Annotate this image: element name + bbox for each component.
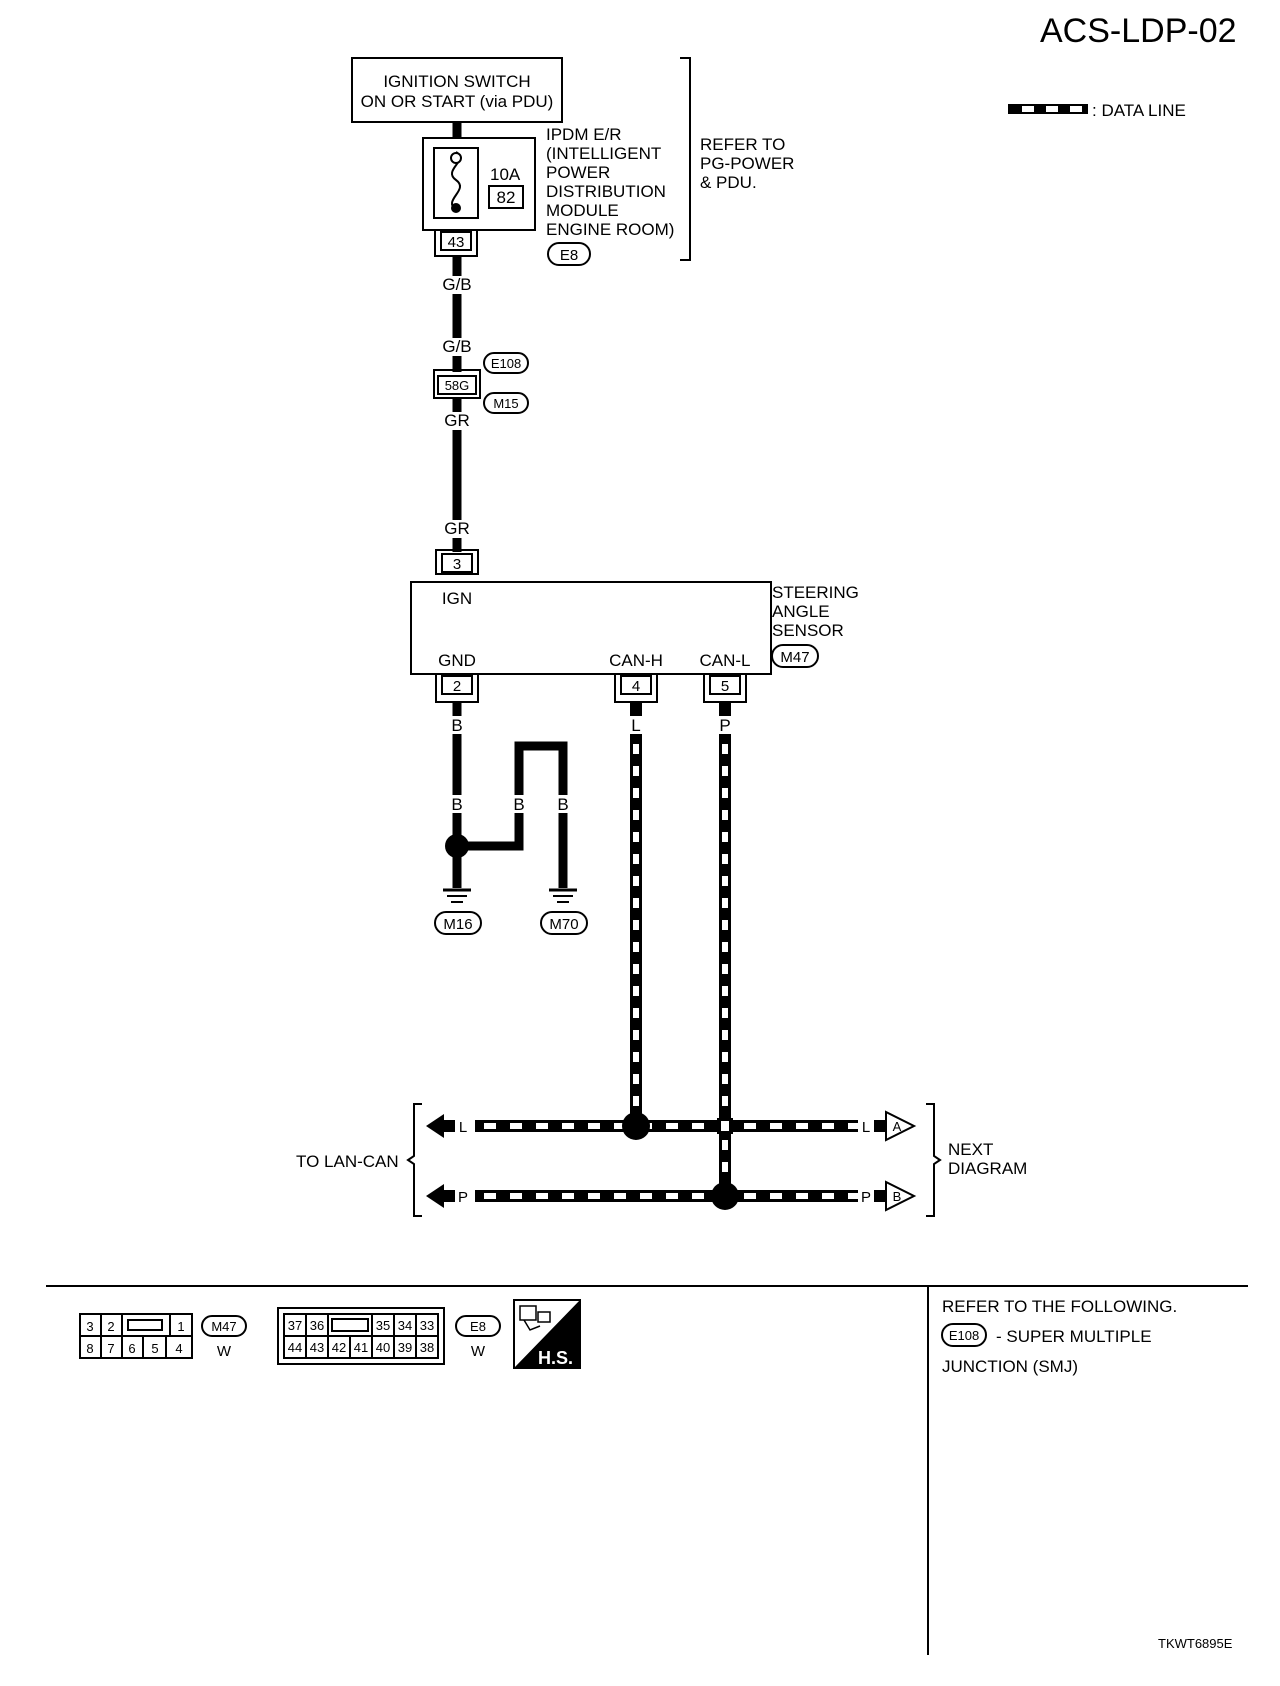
svg-text:2: 2 (107, 1319, 114, 1334)
svg-text:43: 43 (310, 1340, 324, 1355)
svg-text:58G: 58G (445, 378, 470, 393)
m47-connector-tag: M47 (780, 649, 809, 666)
svg-text:82: 82 (497, 188, 516, 207)
can-bus-lines: L P L A P B TO LAN-CAN NEXT DIAGRAM (296, 1103, 1027, 1217)
svg-text:CAN-H: CAN-H (609, 651, 663, 670)
svg-text:E108: E108 (949, 1328, 979, 1343)
pin-canh: 4 (632, 678, 640, 695)
svg-text:L: L (862, 1119, 870, 1136)
svg-text:: DATA LINE: : DATA LINE (1092, 101, 1186, 120)
svg-text:MODULE: MODULE (546, 201, 619, 220)
svg-text:IPDM E/R: IPDM E/R (546, 125, 622, 144)
svg-text:39: 39 (398, 1340, 412, 1355)
svg-text:& PDU.: & PDU. (700, 173, 757, 192)
svg-text:B: B (557, 795, 568, 814)
svg-text:33: 33 (420, 1318, 434, 1333)
svg-text:38: 38 (420, 1340, 434, 1355)
svg-text:H.S.: H.S. (538, 1348, 573, 1368)
svg-text:L: L (459, 1119, 467, 1136)
svg-text:P: P (719, 716, 730, 735)
svg-text:- SUPER MULTIPLE: - SUPER MULTIPLE (996, 1327, 1152, 1346)
svg-text:STEERING: STEERING (772, 583, 859, 602)
svg-text:IGNITION SWITCH: IGNITION SWITCH (383, 72, 530, 91)
svg-text:REFER TO: REFER TO (700, 135, 785, 154)
svg-text:W: W (471, 1343, 486, 1360)
wire-color-gr-bottom: GR (444, 519, 470, 538)
svg-text:37: 37 (288, 1318, 302, 1333)
svg-text:7: 7 (107, 1341, 114, 1356)
svg-text:CAN-L: CAN-L (699, 651, 750, 670)
wire-color-gb-bottom: G/B (442, 337, 471, 356)
svg-text:POWER: POWER (546, 163, 610, 182)
svg-text:35: 35 (376, 1318, 390, 1333)
svg-text:REFER TO THE FOLLOWING.: REFER TO THE FOLLOWING. (942, 1297, 1177, 1316)
ignition-switch-box: IGNITION SWITCH ON OR START (via PDU) (351, 57, 563, 123)
svg-text:IGN: IGN (442, 589, 472, 608)
figure-id: TKWT6895E (1158, 1636, 1233, 1651)
svg-text:1: 1 (177, 1319, 184, 1334)
svg-text:JUNCTION (SMJ): JUNCTION (SMJ) (942, 1357, 1078, 1376)
pin-canl: 5 (721, 678, 729, 695)
svg-text:4: 4 (175, 1341, 182, 1356)
svg-text:6: 6 (128, 1341, 135, 1356)
svg-text:8: 8 (86, 1341, 93, 1356)
svg-text:3: 3 (86, 1319, 93, 1334)
next-arrow-b: B (893, 1189, 902, 1204)
svg-text:E8: E8 (470, 1319, 486, 1334)
svg-text:42: 42 (332, 1340, 346, 1355)
next-arrow-a: A (893, 1119, 902, 1134)
svg-text:B: B (451, 716, 462, 735)
can-vertical-lines: L P (626, 702, 735, 1196)
ground-m16-tag: M16 (443, 916, 472, 933)
svg-text:41: 41 (354, 1340, 368, 1355)
ipdm-fuse-box: 10A 82 43 (422, 137, 536, 257)
svg-text:NEXT: NEXT (948, 1140, 993, 1159)
refer-following-note: REFER TO THE FOLLOWING. E108 - SUPER MUL… (941, 1297, 1177, 1376)
svg-text:W: W (217, 1343, 232, 1360)
harness-side-icon: H.S. (513, 1299, 581, 1369)
svg-text:M47: M47 (211, 1319, 236, 1334)
svg-text:L: L (631, 716, 640, 735)
e8-connector-face: 37 36 35 34 33 44 43 42 41 40 39 38 E8 W (277, 1307, 501, 1365)
svg-text:ON OR START (via PDU): ON OR START (via PDU) (361, 92, 554, 111)
to-lan-can-label: TO LAN-CAN (296, 1152, 399, 1171)
e108-connector-tag: E108 (491, 356, 521, 371)
diagram-code: ACS-LDP-02 (1040, 12, 1237, 50)
svg-text:43: 43 (448, 234, 465, 251)
svg-text:34: 34 (398, 1318, 412, 1333)
svg-text:SENSOR: SENSOR (772, 621, 844, 640)
svg-text:GND: GND (438, 651, 476, 670)
wire-color-gb-top: G/B (442, 275, 471, 294)
svg-text:P: P (458, 1189, 468, 1206)
wire-color-gr-top: GR (444, 411, 470, 430)
m15-connector-tag: M15 (493, 396, 518, 411)
pin-gnd: 2 (453, 678, 461, 695)
svg-text:B: B (513, 795, 524, 814)
svg-text:DISTRIBUTION: DISTRIBUTION (546, 182, 666, 201)
sensor-label: STEERING ANGLE SENSOR M47 (771, 583, 859, 668)
m47-connector-face: 3 2 1 8 7 6 5 4 M47 W (79, 1313, 247, 1360)
ground-m70-tag: M70 (549, 916, 578, 933)
svg-text:PG-POWER: PG-POWER (700, 154, 794, 173)
svg-text:10A: 10A (490, 165, 521, 184)
svg-text:ANGLE: ANGLE (772, 602, 830, 621)
svg-text:B: B (451, 795, 462, 814)
svg-text:DIAGRAM: DIAGRAM (948, 1159, 1027, 1178)
e8-connector-tag: E8 (560, 247, 578, 264)
joint-connector-58g: 58G E108 M15 (433, 352, 529, 414)
steering-angle-sensor: 3 IGN GND CAN-H CAN-L 2 4 5 (410, 549, 772, 703)
svg-text:ENGINE ROOM): ENGINE ROOM) (546, 220, 674, 239)
svg-text:5: 5 (151, 1341, 158, 1356)
svg-text:44: 44 (288, 1340, 302, 1355)
svg-text:40: 40 (376, 1340, 390, 1355)
ipdm-label: IPDM E/R (INTELLIGENT POWER DISTRIBUTION… (546, 125, 674, 266)
pin-ign: 3 (453, 556, 461, 573)
svg-text:36: 36 (310, 1318, 324, 1333)
data-line-legend: : DATA LINE (1008, 101, 1186, 120)
refer-bracket: REFER TO PG-POWER & PDU. (680, 57, 794, 261)
svg-text:P: P (861, 1189, 871, 1206)
ground-wiring: B B B B M16 M70 (434, 702, 588, 935)
svg-text:(INTELLIGENT: (INTELLIGENT (546, 144, 661, 163)
